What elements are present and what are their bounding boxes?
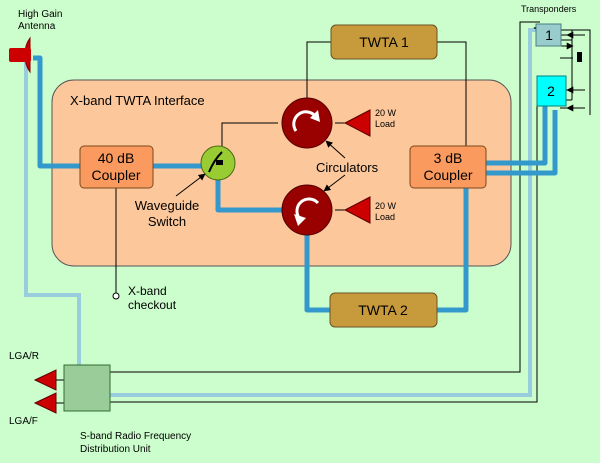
antenna-feed (9, 48, 31, 62)
transponders-label: Transponders (521, 4, 577, 14)
transponder-2 (536, 75, 567, 107)
s-band-unit-line2: Distribution Unit (80, 444, 151, 455)
circulator-bottom (281, 184, 333, 236)
circulator-bottom-arrowhead-icon (294, 214, 306, 226)
load-top-line1: 20 W (375, 108, 397, 118)
circulators-arrow-bottom (323, 174, 346, 192)
load-bottom-icon (343, 196, 371, 224)
switch-arc-icon (208, 151, 223, 173)
checkout-line1: X-band (128, 284, 167, 298)
load-top-line2: Load (375, 119, 395, 129)
lga-f-icon (33, 392, 57, 414)
twta-interface-title: X-band TWTA Interface (70, 93, 205, 108)
antenna-label-line1: High Gain (18, 9, 62, 20)
coupler-3db-line1: 3 dB (434, 150, 463, 166)
transponder-junction (577, 52, 582, 62)
transponder-1-label: 1 (545, 27, 553, 43)
circulators-arrow-top (325, 140, 346, 159)
antenna-label-line2: Antenna (18, 21, 56, 32)
twta-2-label: TWTA 2 (358, 302, 408, 318)
lga-r-icon (33, 369, 57, 391)
lga-f-label: LGA/F (9, 416, 38, 427)
twta-2 (329, 292, 438, 328)
load-top-icon (343, 109, 371, 137)
s-band-unit-line1: S-band Radio Frequency (80, 431, 191, 442)
twta-1-label: TWTA 1 (359, 34, 409, 50)
switch-contact (216, 160, 223, 165)
coupler-3db (409, 145, 487, 189)
waveguide-switch-line2: Switch (148, 214, 186, 229)
transponder-1 (535, 23, 562, 47)
load-bottom-line1: 20 W (375, 201, 397, 211)
circulator-bottom-arrow-icon (295, 197, 320, 220)
coupler-40db-line2: Coupler (91, 167, 140, 183)
s-band-distribution-unit (63, 364, 111, 412)
coupler-40db (79, 145, 154, 189)
circulator-top-arrowhead-icon (310, 110, 320, 122)
waveguide-switch-line1: Waveguide (135, 198, 200, 213)
lga-r-label: LGA/R (9, 351, 39, 362)
twta-1 (330, 24, 438, 60)
circulator-top-arrow-icon (292, 110, 318, 132)
load-bottom-line2: Load (375, 212, 395, 222)
coupler-40db-line1: 40 dB (98, 150, 135, 166)
coupler-3db-line2: Coupler (423, 167, 472, 183)
checkout-port (112, 292, 120, 300)
transponder-2-label: 2 (547, 83, 555, 99)
waveguide-paths (33, 55, 558, 313)
circulator-top (281, 97, 333, 149)
waveguide-switch-arrow (175, 173, 206, 197)
checkout-line2: checkout (128, 298, 177, 312)
circulators-label: Circulators (316, 160, 379, 175)
